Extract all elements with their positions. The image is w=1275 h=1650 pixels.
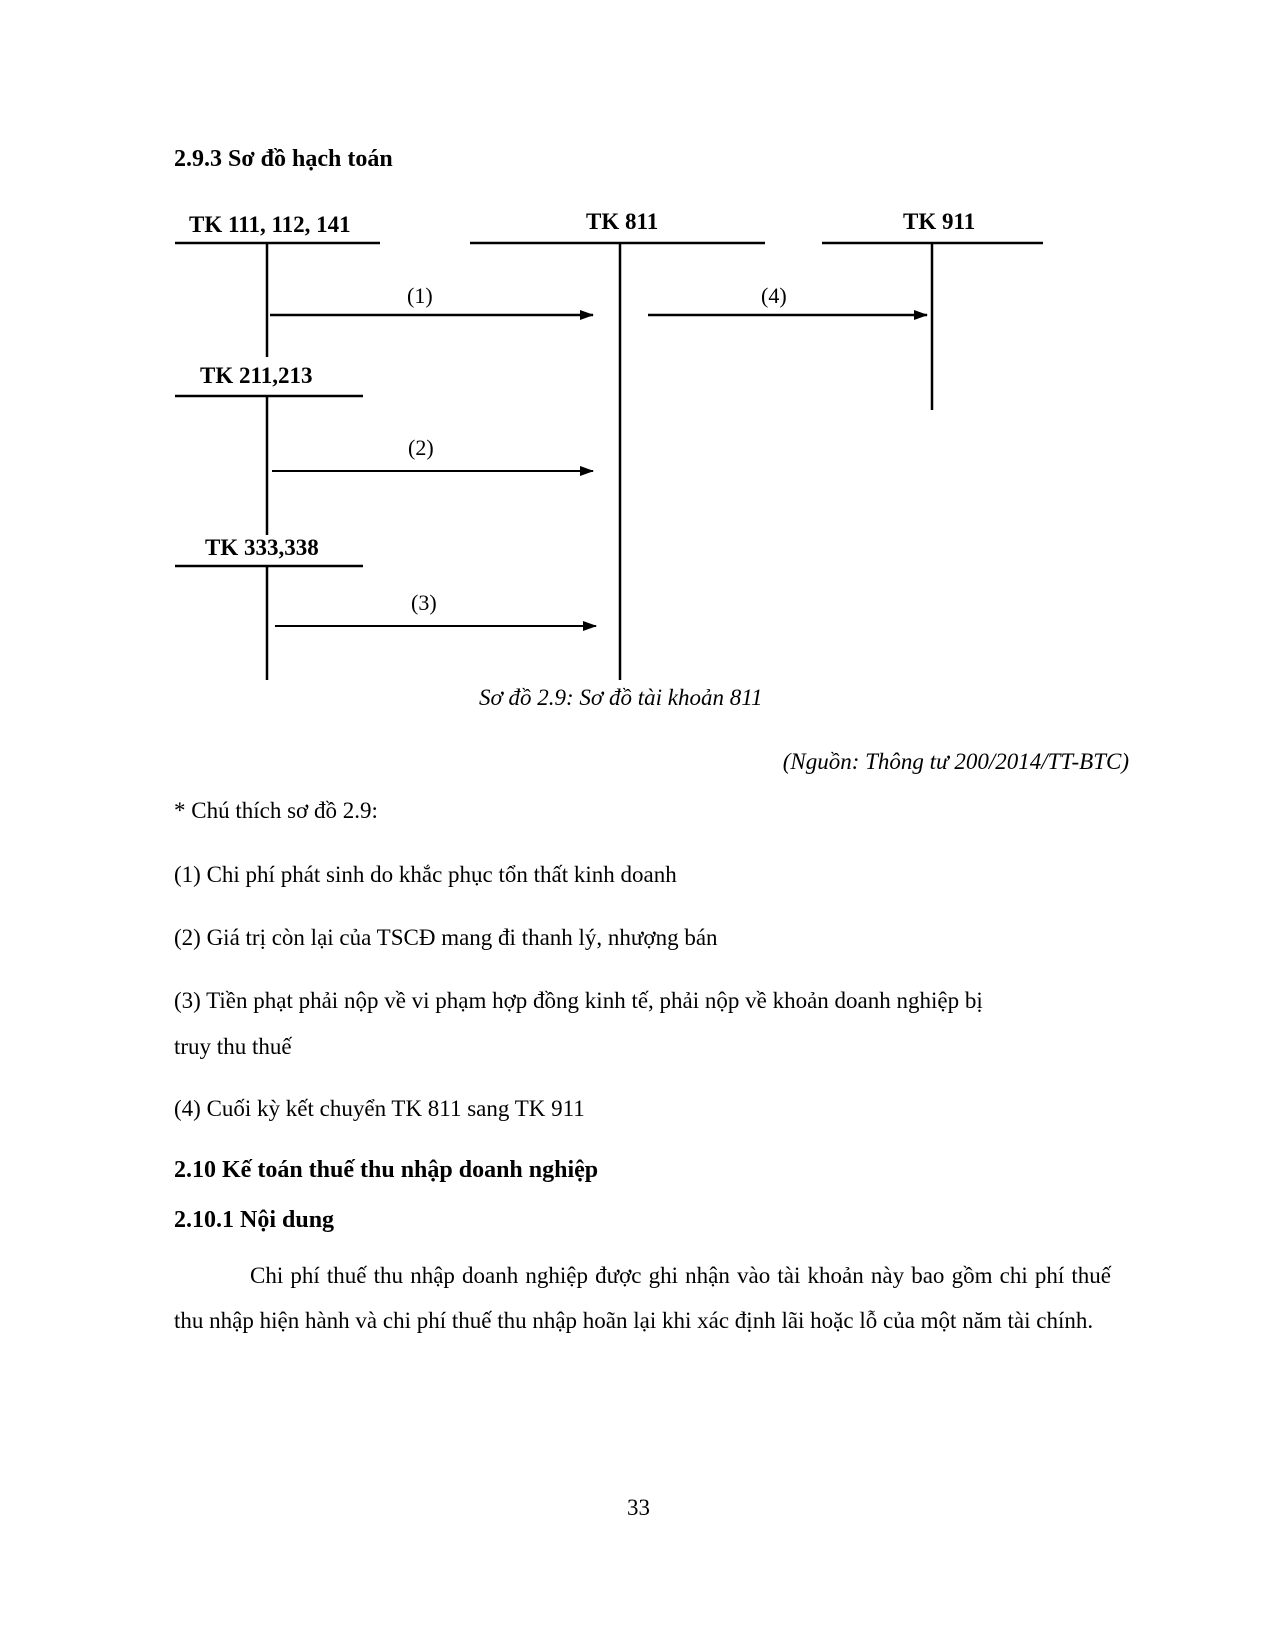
notes-title: * Chú thích sơ đồ 2.9: (174, 798, 378, 823)
heading-2-10-1: 2.10.1 Nội dung (174, 1207, 335, 1233)
page-number: 33 (627, 1495, 650, 1520)
account-label-tk111: TK 111, 112, 141 (189, 212, 351, 237)
account-label-tk211: TK 211,213 (200, 363, 313, 388)
arrow-label-1: (1) (407, 283, 433, 308)
note-4: (4) Cuối kỳ kết chuyển TK 811 sang TK 91… (174, 1096, 585, 1121)
note-1: (1) Chi phí phát sinh do khắc phục tổn t… (174, 862, 677, 887)
note-3-line-2: truy thu thuế (174, 1034, 292, 1059)
heading-2-10: 2.10 Kế toán thuế thu nhập doanh nghiệp (174, 1157, 599, 1183)
arrow-label-3: (3) (411, 590, 437, 615)
source-note: (Nguồn: Thông tư 200/2014/TT-BTC) (782, 749, 1129, 774)
account-label-tk911: TK 911 (903, 209, 976, 234)
t-account-diagram (175, 241, 1043, 680)
note-3-line-1: (3) Tiền phạt phải nộp về vi phạm hợp đồ… (174, 988, 983, 1013)
diagram-caption: Sơ đồ 2.9: Sơ đồ tài khoản 811 (479, 685, 763, 710)
note-2: (2) Giá trị còn lại của TSCĐ mang đi tha… (174, 925, 718, 950)
account-label-tk811: TK 811 (586, 209, 659, 234)
arrow-label-4: (4) (761, 283, 787, 308)
section-heading: 2.9.3 Sơ đồ hạch toán (174, 146, 393, 172)
arrow-label-2: (2) (408, 435, 434, 460)
body-paragraph: Chi phí thuế thu nhập doanh nghiệp được … (174, 1263, 1111, 1333)
account-label-tk333: TK 333,338 (205, 535, 319, 560)
